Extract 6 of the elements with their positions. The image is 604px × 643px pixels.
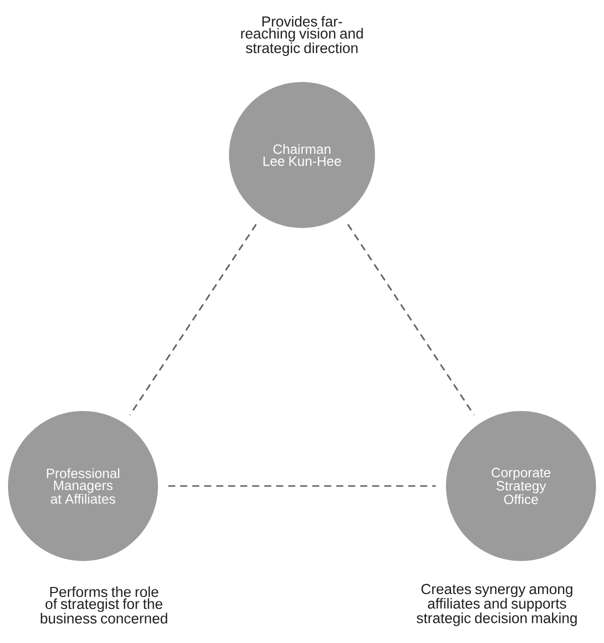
caption-text: Creates synergy among affiliates and supports strategic decision making <box>416 584 577 626</box>
dashed-line <box>129 224 257 416</box>
dashed-line <box>347 224 475 416</box>
caption-text: Provides far-reaching vision and strategic direction <box>241 16 363 56</box>
caption-text: Performs the role of strategist for the business concerned <box>40 586 168 624</box>
dashed-line <box>168 485 436 487</box>
